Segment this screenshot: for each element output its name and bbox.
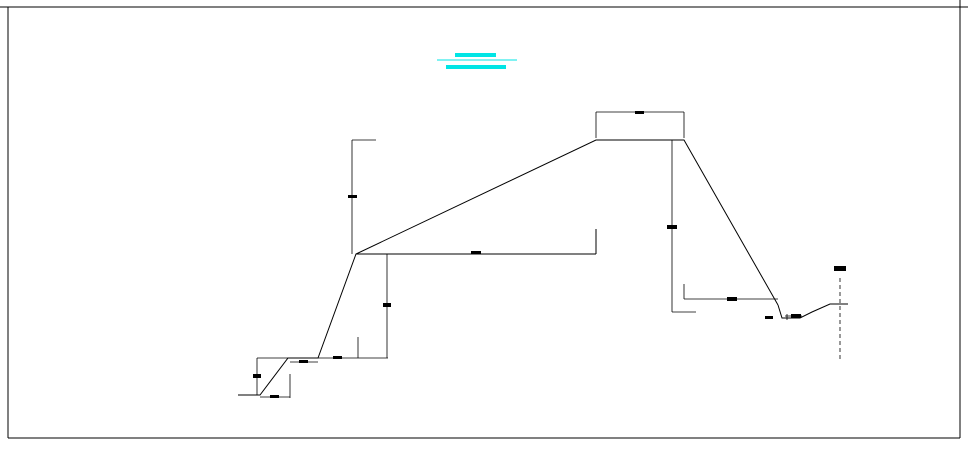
title-bar-lower <box>446 65 506 69</box>
dim-label-marker <box>471 251 481 254</box>
dim-label-marker <box>727 297 737 301</box>
dim-top-width <box>595 111 685 138</box>
dim-label-marker <box>635 111 644 114</box>
dim-label-marker-2 <box>791 314 801 318</box>
dim-right-toe <box>765 314 802 320</box>
dim-label-marker <box>667 225 677 229</box>
embankment-profile <box>238 139 848 396</box>
dim-label-marker <box>383 303 391 307</box>
dim-label-marker <box>270 395 279 398</box>
dim-label-marker <box>299 360 308 363</box>
dim-label-marker <box>765 316 773 319</box>
centerline-axis <box>834 266 846 360</box>
dim-small-height <box>318 253 391 359</box>
dim-right-base-width <box>683 284 778 301</box>
drawing-frame <box>0 0 968 439</box>
dim-label-marker <box>253 374 261 378</box>
dim-toe-height <box>253 357 290 395</box>
dim-mid-width <box>471 251 481 254</box>
dim-toe-width <box>260 374 291 398</box>
dim-left-height <box>348 139 376 254</box>
dim-right-height <box>667 140 696 313</box>
right-toe-channel <box>777 303 848 319</box>
drawing-title <box>437 53 517 69</box>
dim-step-width <box>290 360 318 363</box>
axis-label-marker <box>834 266 846 271</box>
dim-label-marker-2 <box>333 356 342 359</box>
dim-label-marker <box>348 195 357 198</box>
profile-outline <box>238 139 779 396</box>
title-bar-upper <box>455 53 496 57</box>
